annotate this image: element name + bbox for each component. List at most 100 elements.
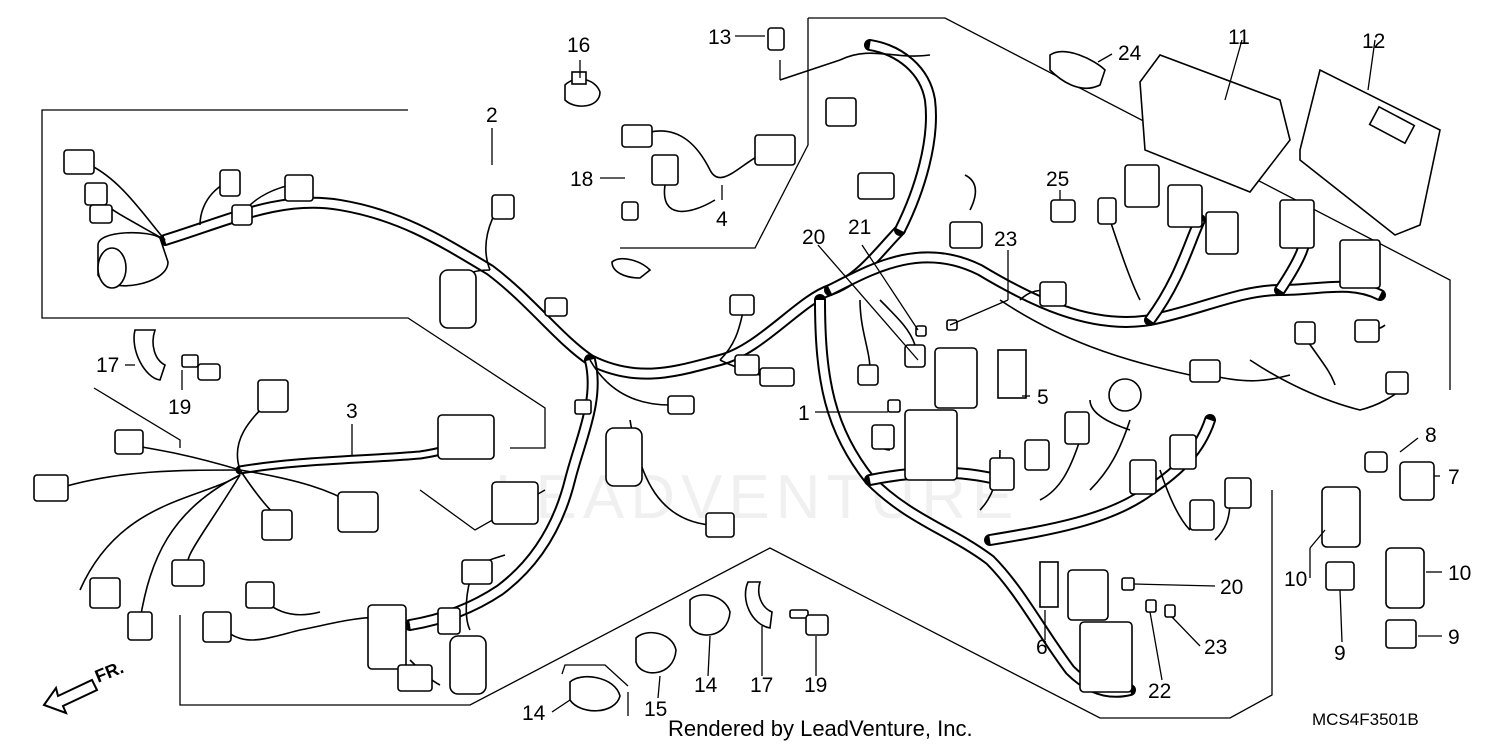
connector-sub3-3 xyxy=(33,474,69,502)
leader-lines xyxy=(125,35,1442,716)
connector-low-5 xyxy=(461,559,493,585)
callout-numbers: 2 3 4 5 6 1 7 8 9 9 10 10 11 12 13 14 14… xyxy=(96,26,1471,725)
front-direction-arrow xyxy=(42,678,99,715)
connector-top-left-3 xyxy=(89,204,113,224)
callout-23-bottom: 23 xyxy=(1204,636,1227,659)
connector-ecu-2 xyxy=(1167,184,1203,228)
connector-right-4 xyxy=(1294,321,1316,345)
connector-center-2 xyxy=(544,297,568,317)
clamp-14-right xyxy=(689,594,731,636)
main-wire-harness xyxy=(159,39,1386,698)
connector-low-3 xyxy=(367,604,407,670)
callout-23-top: 23 xyxy=(994,228,1017,251)
fuse-23-bottom xyxy=(1164,604,1176,618)
connector-sub4-1 xyxy=(621,124,653,148)
small-parts xyxy=(133,27,1176,712)
connector-top-center-1 xyxy=(825,97,857,127)
callout-17-left: 17 xyxy=(96,354,119,377)
callout-24: 24 xyxy=(1118,42,1142,65)
connector-lower-4 xyxy=(1129,459,1157,495)
connector-center-5 xyxy=(759,367,795,387)
connector-sub3-9 xyxy=(127,611,153,641)
connector-center-8 xyxy=(705,512,735,538)
bolt-19-bottom-shaft xyxy=(789,609,809,619)
callout-20-top: 20 xyxy=(802,226,825,249)
frame-lower-harness xyxy=(179,490,1273,719)
connector-sub3-7 xyxy=(171,559,205,587)
connector-top-left-5 xyxy=(284,174,314,202)
capacitor-top xyxy=(439,269,477,329)
callout-3: 3 xyxy=(346,400,358,423)
connector-sub3-10 xyxy=(491,481,539,525)
connector-sub3-4 xyxy=(437,414,495,460)
callout-4: 4 xyxy=(716,208,728,231)
capacitor-lower xyxy=(449,635,487,695)
callout-10-left: 10 xyxy=(1284,568,1307,591)
right-branch-wires xyxy=(859,174,1401,541)
connector-right-2 xyxy=(1189,359,1221,383)
callout-17-bottom: 17 xyxy=(750,674,773,697)
callout-2: 2 xyxy=(486,104,498,127)
connector-mid-1 xyxy=(857,364,879,386)
callout-9-left: 9 xyxy=(1334,642,1346,665)
connector-low-2 xyxy=(245,581,275,609)
relay-7 xyxy=(1399,461,1435,501)
relay-10-right xyxy=(1385,547,1425,609)
connector-fusebox xyxy=(904,409,958,481)
connector-top-left-6 xyxy=(231,204,253,226)
fuse-20-bottom xyxy=(1121,577,1135,591)
connector-mid-3 xyxy=(871,424,895,450)
callout-15: 15 xyxy=(644,698,667,721)
clip-25 xyxy=(1050,199,1076,223)
connector-sub3-8 xyxy=(89,577,121,609)
ecu-12-label-plate xyxy=(1368,105,1416,145)
part-6-cover xyxy=(1039,561,1059,608)
fuse-22 xyxy=(1145,599,1157,613)
callout-18: 18 xyxy=(570,168,593,191)
ecu-11 xyxy=(1139,54,1291,193)
fuse-21 xyxy=(915,325,927,337)
credit-line: Rendered by LeadVenture, Inc. xyxy=(668,716,973,741)
callout-20-bottom: 20 xyxy=(1220,576,1243,599)
bolt-18 xyxy=(621,201,639,221)
connector-ecu-5 xyxy=(1339,239,1381,289)
callout-11: 11 xyxy=(1228,26,1250,49)
connector-lower-6 xyxy=(1189,499,1215,531)
bolt-13 xyxy=(767,27,785,51)
connector-sub3-1 xyxy=(257,379,289,413)
capacitor-center xyxy=(605,427,643,487)
bolt-19-left-head xyxy=(181,354,199,368)
connector-lower-7 xyxy=(1224,477,1252,509)
connector-lower-5 xyxy=(1169,434,1197,470)
connector-top-center-3 xyxy=(949,221,983,249)
connector-center-7 xyxy=(574,399,592,415)
callout-22: 22 xyxy=(1148,680,1171,703)
clip-17-left xyxy=(133,329,166,381)
callout-21: 21 xyxy=(848,216,871,239)
callout-7: 7 xyxy=(1448,466,1460,489)
connector-right-3 xyxy=(1354,319,1380,343)
relay-10-left xyxy=(1321,486,1361,548)
clamp-16-tab xyxy=(571,71,587,85)
callout-9-right: 9 xyxy=(1448,626,1460,649)
ecu-12 xyxy=(1299,68,1441,236)
ground-terminal xyxy=(611,258,652,279)
connector-center-1 xyxy=(491,194,515,220)
connector-sub4-3 xyxy=(754,134,796,166)
round-connector-face xyxy=(97,247,127,289)
connector-top-center-2 xyxy=(857,172,895,200)
clamp-15 xyxy=(635,631,677,674)
frame-sub-harness-3 xyxy=(93,387,181,448)
relay-9-right xyxy=(1385,619,1417,649)
clamp-14-left xyxy=(569,675,621,712)
connector-top-left-1 xyxy=(63,149,95,175)
connector-center-right-1 xyxy=(1039,281,1067,307)
connector-center-3 xyxy=(729,294,755,316)
connector-top-right-small xyxy=(1097,197,1117,225)
connector-fusebox-2 xyxy=(934,347,978,409)
frame-sub-harness-4 xyxy=(620,18,809,249)
fuse-23-top xyxy=(946,319,958,331)
connector-ecu-1 xyxy=(1124,164,1160,208)
callout-1: 1 xyxy=(798,402,810,425)
connector-ecu-4 xyxy=(1279,199,1315,249)
